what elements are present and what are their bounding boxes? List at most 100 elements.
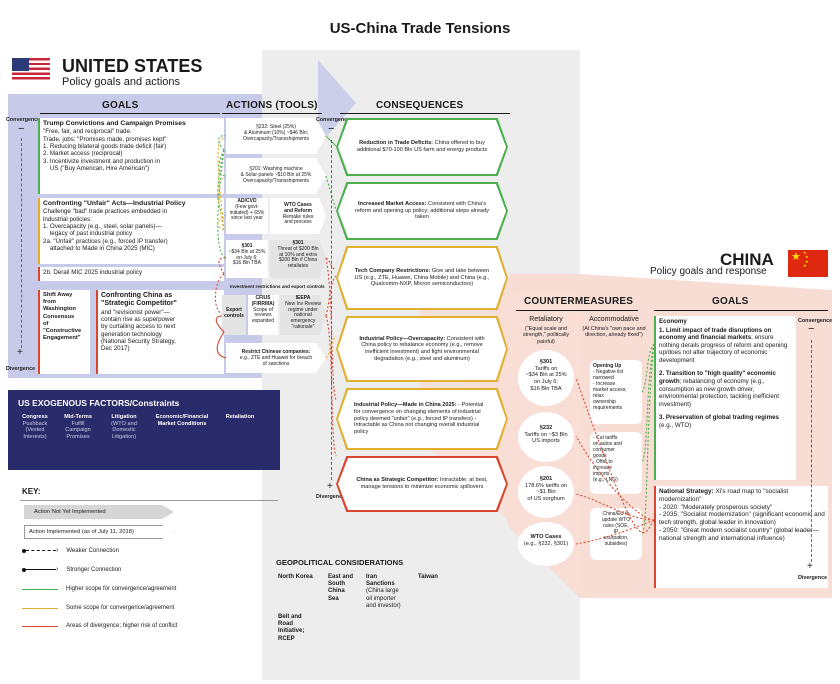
econ-goal-3: (e.g., WTO) (659, 421, 692, 429)
shift-line: Consensus (43, 313, 75, 320)
econ-goal-3-bold: 3. Preservation of global trading regime… (659, 414, 780, 422)
ieepa-line: regime under (288, 306, 318, 313)
key-yellow-label: Some scope for convergence/agreement (66, 605, 175, 611)
consequence-inner: Industrial Policy—Made in China 2025: - … (338, 390, 506, 448)
countermeasures-header: COUNTERMEASURES (524, 296, 634, 307)
s301a-line: $16 Bln TBA (233, 260, 261, 267)
adcvd-line: AD/CVD (237, 198, 257, 204)
goal1-line: 1. Reducing bilateral goods trade defici… (43, 143, 167, 151)
us-convergence-label: Convergence (6, 117, 41, 123)
china-subtitle: Policy goals and response (650, 266, 767, 277)
a201-line: & Solar panels ~$10 Bln at 25% (240, 171, 312, 178)
adcvd-line: (Few govt- (235, 203, 259, 210)
us-exogenous-factors: US EXOGENOUS FACTORS/Constraints Congres… (8, 390, 280, 470)
a232-line: & Aluminum (10%) ~$46 Bln; (243, 129, 309, 136)
cons-convergence-label: Convergence (316, 117, 351, 123)
key-stronger-label: Stronger Connection (66, 566, 122, 573)
us-axis-line (21, 138, 22, 348)
goal1-line: US ("Buy American, Hire American") (43, 165, 150, 173)
a201-line: Overcapacity/Transshipments (243, 177, 309, 184)
ieepa-line: national (294, 312, 312, 319)
acc2-line: goods (593, 453, 607, 459)
consequence-strategic-competitor: China as Strategic Competitor: Intractab… (336, 456, 508, 512)
accommodative-cut-tariffs: - Cut tariffs on autos and consumer good… (590, 432, 642, 494)
econ-head: Economy (659, 318, 687, 325)
acc1-line: Opening Up (593, 363, 622, 369)
retaliation-201: §201 178.6% tariffs on ~$1 Bln of US sor… (518, 466, 574, 518)
exo-item-text: Fulfill Campaign Promises (65, 420, 91, 441)
consequence-trade-deficits: Reduction in Trade Deficits: China offer… (336, 118, 508, 176)
r2-line: Tariffs on ~$3 Bln (524, 431, 568, 438)
goal3-line: Dec 2017) (101, 345, 130, 353)
key-green: Higher scope for convergence/agreement (22, 586, 176, 592)
wto-line: Remake rules (282, 213, 314, 220)
r2-line: §232 (539, 425, 553, 431)
goal1-line: Trade, jobs: "Promises made, promises ke… (43, 135, 167, 143)
acc1-line: - Increase (593, 381, 616, 387)
china-convergence-label: Convergence (798, 318, 833, 324)
ieepa-line: emergency (290, 318, 316, 324)
action-201: §201: Washing machine & Solar panels ~$1… (226, 158, 326, 194)
diagram-title: US-China Trade Tensions (329, 20, 511, 37)
r1-line: on July 6; (534, 379, 558, 386)
goal3-line: generation technology (101, 330, 162, 338)
r1-line: $16 Bln TBA (530, 385, 562, 392)
key-not-implemented: Action Not Yet Implemented (24, 505, 174, 519)
s301a-line: ~$34 Bln at 25% (228, 248, 266, 255)
action-ieepa: IEEPA New Inv Review regime under nation… (280, 295, 326, 335)
action-export-controls: Export controls (222, 295, 246, 335)
china-goals-header: GOALS (712, 296, 749, 307)
china-axis-line (811, 340, 812, 562)
cons-title: Reduction in Trade Deficits: (359, 140, 434, 147)
s301b-line: retaliates (287, 263, 309, 269)
r3-line: of US sorghum (527, 496, 565, 503)
exo-item-head: Retaliation (225, 414, 255, 420)
ieepa-line: "rationale" (291, 323, 315, 330)
retaliation-301: §301 Tariffs on ~$34 Bln at 25% on July … (518, 350, 574, 406)
china-goals-rule (654, 310, 828, 311)
acc3-line: China/EU to (602, 511, 630, 517)
goal2-line: Challenge "bad" trade practices embedded… (43, 208, 168, 216)
shift-line: of (43, 320, 49, 327)
action-adcvd: AD/CVD (Few govt- initiated) + 65% since… (226, 198, 268, 234)
actions-header: ACTIONS (TOOLS) (226, 100, 318, 111)
shift-line: "Constructive (43, 328, 82, 335)
us-name: UNITED STATES (62, 56, 203, 76)
r1-line: §301 (539, 359, 553, 365)
cons-title: Tech Company Restrictions: (354, 267, 431, 274)
exo-item-head: Economic/Financial Market Conditions (155, 414, 209, 427)
action-cfius: CFIUS (FIRRMA) Scope of reviews expanded (248, 295, 278, 335)
consequence-tech-restrictions: Tech Company Restrictions: Give and take… (336, 246, 508, 310)
key-title: KEY: (22, 487, 41, 496)
nat-line: - 2035: "Socialist modernization" (signi… (659, 511, 825, 527)
a232-line: Overcapacity/Transshipments (243, 135, 309, 142)
acc1-line: relax (593, 393, 604, 399)
cons-text: - Potential for convergence on changing … (354, 402, 484, 436)
cons-title: Industrial Policy—Made in China 2025: (354, 402, 457, 409)
exo-item-text: Pushback (Vested Interests) (22, 420, 48, 441)
ieepa-line: New Inv Review (285, 300, 321, 307)
us-minus: − (18, 123, 25, 135)
goal2-line: attached to Made in China 2025 (MIC) (43, 245, 155, 253)
s301b-line: at 10% and extra (279, 251, 317, 258)
china-flag-icon: ★ ★ ★ ★ ★ (788, 250, 828, 277)
r2-line: US imports (532, 438, 560, 445)
acc3-line: usurpation, (603, 535, 629, 541)
nat-line: - 2050: "Great modern socialist country"… (659, 527, 819, 542)
acc1-line: ownership (593, 399, 616, 405)
key-green-label: Higher scope for convergence/agreement (66, 586, 177, 592)
china-divergence-label: Divergence (798, 575, 828, 581)
goal3-line: (National Security Strategy, (101, 338, 176, 346)
china-plus: + (807, 561, 813, 572)
goal3-title: "Strategic Competitor" (101, 300, 177, 308)
retaliation-wto: WTO Cases (e.g., §232, §301) (518, 522, 574, 566)
acc2-line: increase (593, 465, 612, 471)
retaliatory-sub: ("Equal scale and strength," politically… (522, 326, 570, 345)
goal2-line: 2a. "Unfair" practices (e.g., forced IP … (43, 237, 168, 245)
goals-rule (40, 113, 220, 114)
acc3-line: rules (SOE, (603, 523, 629, 529)
goal2-line: legacy of past industrial policy (43, 230, 133, 238)
acc3-line: subsidies) (604, 541, 628, 547)
consequence-inner: Reduction in Trade Deficits: China offer… (338, 120, 506, 174)
